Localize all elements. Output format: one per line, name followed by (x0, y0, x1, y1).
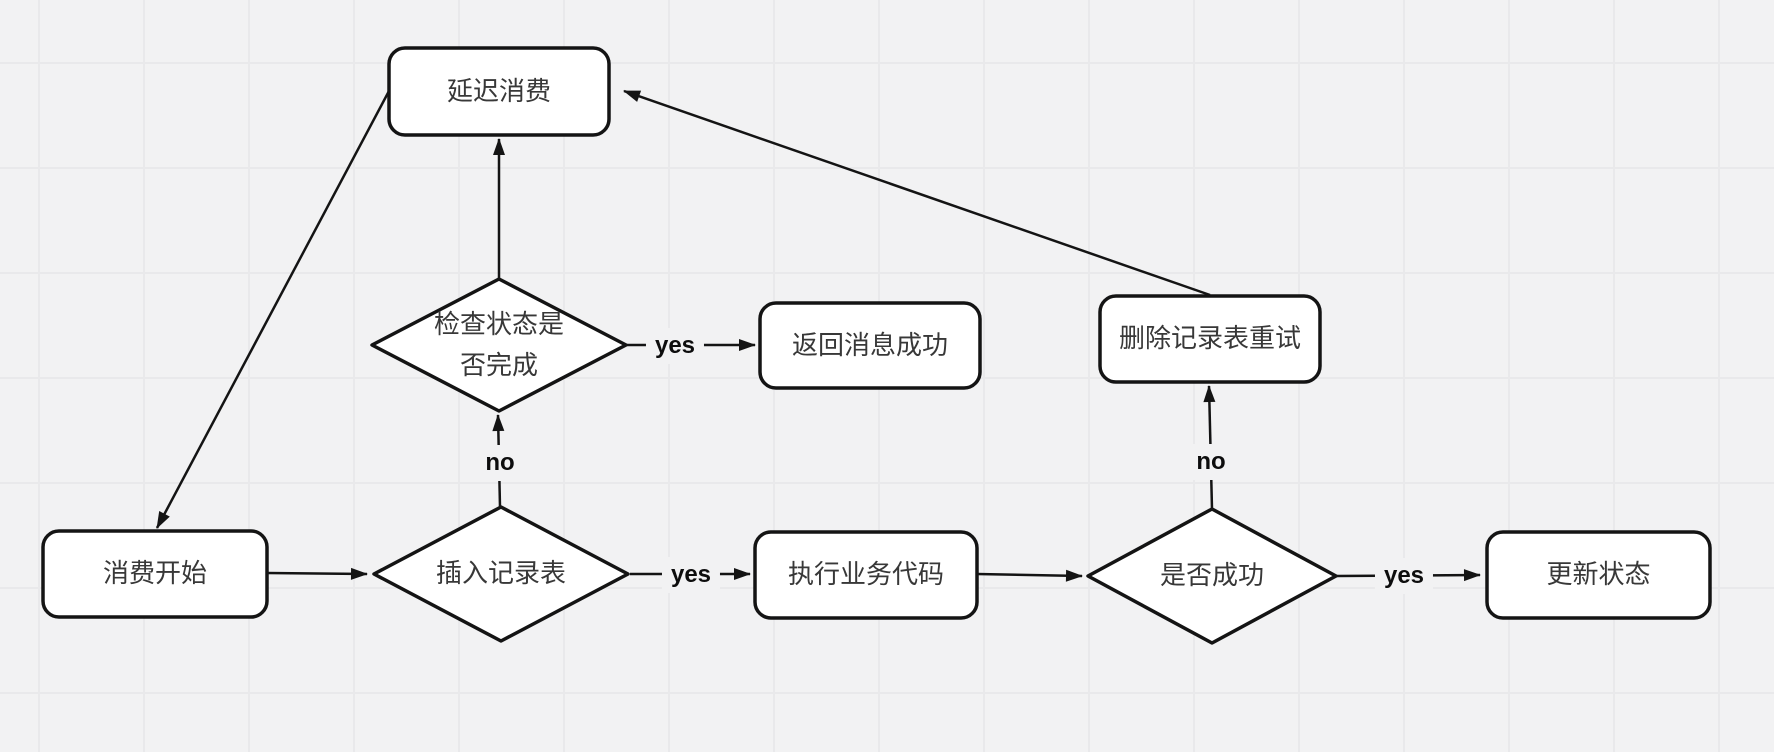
edge-label-no-is-success[interactable]: no (1187, 444, 1235, 480)
node-is-success[interactable] (1086, 507, 1338, 645)
node-delete-record-retry[interactable] (1098, 294, 1322, 384)
edge-exec-code-to-is-success[interactable] (976, 569, 1083, 582)
node-delay-consume[interactable] (387, 46, 611, 137)
edge-delete-record-retry-to-delay-consume[interactable] (623, 89, 1211, 297)
node-update-status[interactable] (1485, 530, 1712, 620)
edge-label-yes-is-success[interactable]: yes (1374, 558, 1434, 594)
edge-consume-start-to-insert-record[interactable] (266, 567, 368, 580)
edge-label-yes-insert-record[interactable]: yes (661, 557, 721, 593)
node-exec-business-code[interactable] (753, 530, 979, 620)
node-insert-record[interactable] (372, 505, 630, 643)
edge-delay-consume-to-consume-start[interactable] (155, 90, 391, 529)
edge-label-yes-check-status[interactable]: yes (645, 328, 705, 364)
edge-label-no-insert-record[interactable]: no (476, 445, 524, 481)
node-consume-start[interactable] (41, 529, 269, 619)
node-return-message-success[interactable] (758, 301, 982, 390)
node-check-status-done[interactable] (370, 277, 628, 413)
